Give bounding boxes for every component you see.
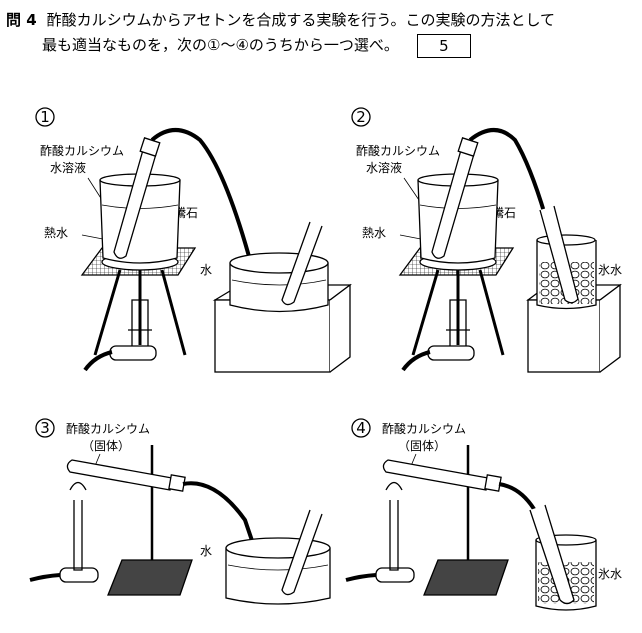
option-3-number: 3 — [40, 419, 50, 437]
answer-box[interactable]: 5 — [416, 33, 471, 58]
question-line2-text: 最も適当なものを，次の①～④のうちから一つ選べ。 — [42, 36, 399, 54]
option-3-bath-rim — [225, 537, 331, 559]
question-line-2: 最も適当なものを，次の①～④のうちから一つ選べ。 5 — [6, 33, 636, 58]
option-3-gas-hose — [29, 573, 61, 582]
option-3-receiving-tube — [281, 509, 323, 596]
option-1-bath-water — [231, 279, 327, 286]
option-2-number-circle — [351, 107, 371, 127]
option-2-burner-base — [427, 345, 475, 361]
option-1-burner-base — [109, 345, 157, 361]
option-2-diagram[interactable]: 2 酢酸カルシウム 水溶液 熱水 沸騰石 氷水 — [351, 107, 622, 373]
option-1-block-side — [329, 283, 351, 373]
option-4-reagent-label: 酢酸カルシウム — [382, 421, 466, 436]
option-1-number-circle — [35, 107, 55, 127]
option-2-reagent-label-2: 水溶液 — [366, 160, 402, 175]
option-2-receiver-label: 氷水 — [598, 263, 622, 277]
question-text: 問 4 酢酸カルシウムからアセトンを合成する実験を行う。この実験の方法として 最も… — [6, 8, 636, 58]
option-4-ice-beaker-rim — [535, 534, 597, 546]
option-3-burner — [73, 500, 83, 571]
option-3-reagent-label-2: （固体） — [82, 439, 130, 453]
option-1-tripod — [93, 269, 187, 356]
option-1-stopper — [139, 137, 161, 157]
option-4-receiver-label: 氷水 — [598, 567, 622, 581]
option-1-receiver-label: 水 — [200, 263, 212, 277]
option-2-gas-hose — [401, 350, 431, 372]
option-4-reagent-label-2: （固体） — [398, 439, 446, 453]
option-2-heater-label: 熱水 — [362, 226, 386, 240]
option-4-gas-hose — [345, 573, 377, 582]
option-3-stand-base — [107, 559, 193, 596]
option-1-heater-label: 熱水 — [44, 226, 68, 240]
option-4-stopper — [484, 474, 502, 492]
question-line1-text: 酢酸カルシウムからアセトンを合成する実験を行う。この実験の方法として — [46, 11, 556, 29]
option-1-gas-hose — [83, 350, 113, 372]
option-3-bath-water — [227, 564, 329, 571]
option-2-burner — [446, 299, 470, 346]
question-line-1: 問 4 酢酸カルシウムからアセトンを合成する実験を行う。この実験の方法として — [6, 8, 636, 33]
option-1-burner — [128, 299, 152, 346]
option-4-receiving-tube — [529, 504, 575, 605]
option-1-number: 1 — [40, 108, 50, 126]
option-1-reagent-label: 酢酸カルシウム — [40, 143, 124, 158]
option-1-receiving-tube — [281, 221, 323, 306]
option-3-receiver-label: 水 — [200, 544, 212, 558]
option-1-bath-rim — [229, 252, 329, 274]
option-2-reagent-label: 酢酸カルシウム — [356, 143, 440, 158]
option-2-test-tube — [431, 149, 475, 259]
option-1-test-tube — [113, 149, 157, 259]
option-2-number: 2 — [356, 108, 366, 126]
option-1-reagent-label-2: 水溶液 — [50, 160, 86, 175]
option-1-delivery-tube — [150, 128, 267, 311]
option-4-stand-base — [423, 559, 509, 596]
option-4-flame — [385, 481, 403, 491]
option-3-reagent-label: 酢酸カルシウム — [66, 421, 150, 436]
option-2-delivery-tube — [468, 128, 562, 291]
option-1-diagram[interactable]: 1 酢酸カルシウム 水溶液 熱水 沸騰石 水 — [35, 107, 352, 373]
option-4-burner — [389, 500, 399, 571]
question-number: 問 4 — [6, 11, 37, 29]
option-2-block-front — [527, 299, 601, 373]
option-4-number: 4 — [356, 419, 366, 437]
option-3-flame — [69, 481, 87, 491]
option-3-test-tube — [66, 459, 173, 491]
option-3-number-circle — [35, 418, 55, 438]
option-2-receiving-tube — [539, 205, 579, 304]
option-4-diagram[interactable]: 4 酢酸カルシウム （固体） 氷水 — [345, 418, 622, 611]
option-2-block-side — [599, 283, 621, 373]
option-2-ice-beaker-rim — [536, 234, 596, 246]
option-3-diagram[interactable]: 3 酢酸カルシウム （固体） 水 — [29, 418, 331, 605]
option-2-stopper — [457, 137, 479, 157]
option-4-test-tube — [382, 459, 489, 491]
option-3-stopper — [168, 474, 186, 492]
option-4-number-circle — [351, 418, 371, 438]
option-2-tripod — [411, 269, 505, 356]
option-3-delivery-tube — [182, 481, 264, 571]
